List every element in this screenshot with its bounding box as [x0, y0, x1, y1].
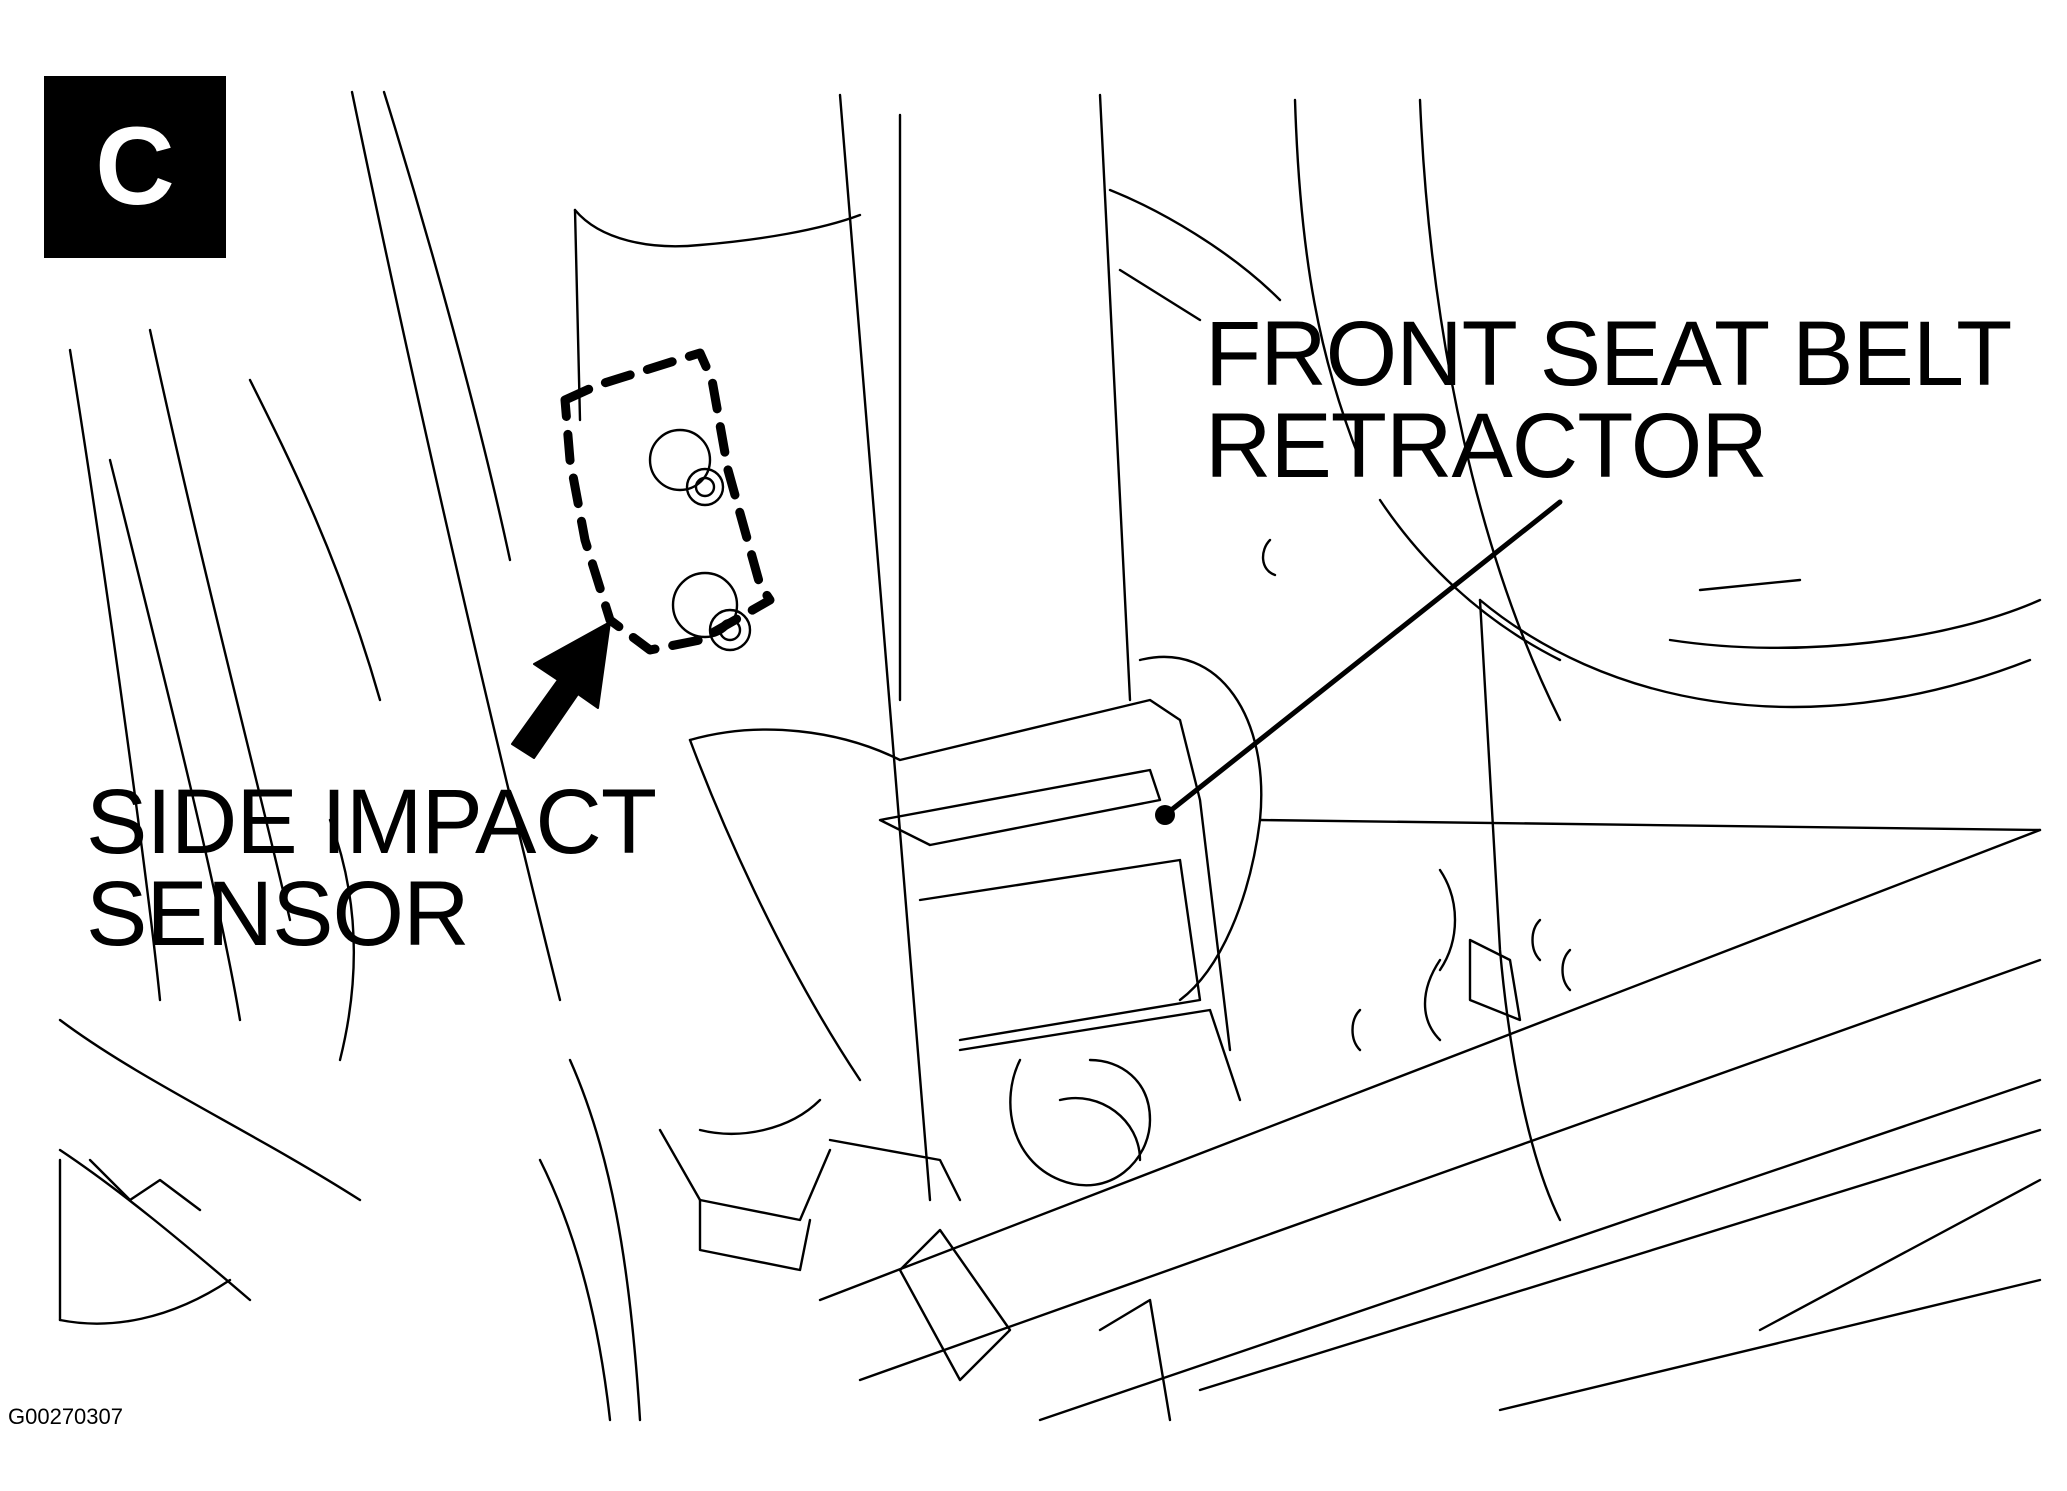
sensor-label-line2: SENSOR	[86, 863, 470, 965]
sensor-label-line1: SIDE IMPACT	[86, 771, 657, 873]
side-impact-sensor-outline	[560, 348, 775, 655]
retractor-callout: FRONT SEAT BELT RETRACTOR	[1205, 303, 2012, 497]
step-label: C	[95, 105, 175, 228]
leader-dot	[1155, 805, 1175, 825]
sensor-callout: SIDE IMPACT SENSOR	[86, 771, 657, 965]
retractor-label-line2: RETRACTOR	[1205, 395, 1768, 497]
pillar-trim	[573, 93, 2032, 1202]
seat-belt-retractor	[658, 655, 1263, 1382]
retractor-label-line1: FRONT SEAT BELT	[1205, 303, 2012, 405]
floor-rails	[818, 538, 2042, 1422]
left-body-panel	[58, 90, 642, 1422]
step-badge: C	[44, 76, 226, 258]
figure-id: G00270307	[8, 1404, 123, 1429]
sensor-pointer-arrow	[511, 621, 611, 759]
retractor-leader	[1155, 499, 1563, 825]
